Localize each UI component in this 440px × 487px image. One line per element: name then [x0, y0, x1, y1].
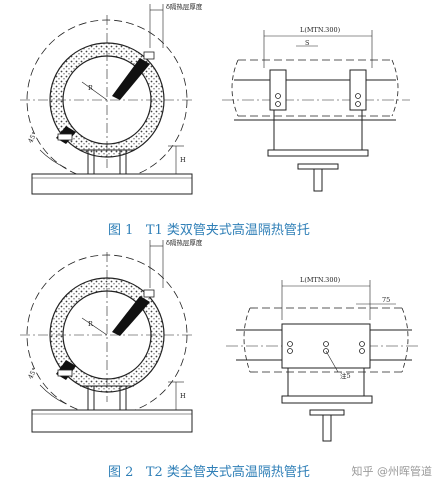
fig2-frame-base [281, 395, 373, 404]
fig2-75-label: 75 [382, 296, 390, 304]
fig2-bolt-6 [359, 348, 365, 354]
fig2-bolt-block-bottom [57, 369, 73, 377]
fig1-ibeam-web [313, 168, 323, 192]
fig2-base-plate [31, 409, 193, 433]
fig2-upper-clamp-bar [112, 296, 150, 336]
fig2-ibeam-flange [309, 409, 345, 416]
fig2-caption-text: T2 类全管夹式高温隔热管托 [145, 465, 310, 480]
fig1-base-plate [31, 173, 193, 195]
fig1-bolt-right-1 [355, 93, 361, 99]
fig2-pipe-end-left [243, 307, 251, 373]
fig2-radius-line [81, 317, 108, 336]
fig1-pipe-end-left [231, 59, 239, 117]
fig2-bolt-3 [323, 341, 329, 347]
fig1-s-label: S [305, 39, 309, 47]
fig2-bolt-5 [359, 341, 365, 347]
fig1-thickness-label: δ隔热层厚度 [166, 2, 203, 11]
fig2-full-clamp [281, 323, 371, 369]
fig2-ibeam-web [322, 414, 332, 442]
fig1-section-view [20, 4, 195, 195]
fig1-caption-number: 图 1 [108, 223, 134, 238]
fig2-bolt-block-top [143, 289, 155, 298]
fig2-bolt-4 [323, 348, 329, 354]
fig1-caption: 图 1 T1 类双管夹式高温隔热管托 [108, 219, 310, 238]
fig2-pipe-end-right [401, 307, 409, 373]
fig1-angle-arc [39, 149, 67, 169]
fig2-thickness-label: δ隔热层厚度 [166, 238, 203, 247]
fig2-h-label: H [180, 392, 186, 400]
fig2-section-view [20, 240, 195, 433]
fig1-caption-text: T1 类双管夹式高温隔热管托 [145, 223, 310, 238]
watermark: 知乎 @州晖管道 [351, 465, 433, 478]
fig1-bolt-block-top [143, 51, 155, 60]
fig1-bolt-left-2 [275, 101, 281, 107]
fig1-side-view [222, 30, 410, 192]
fig1-bolt-right-2 [355, 101, 361, 107]
fig1-upper-clamp-bar [112, 58, 150, 100]
fig2-bolt-1 [287, 341, 293, 347]
fig1-length-label: L(MTN.300) [300, 26, 341, 34]
fig1-frame-base [267, 149, 369, 157]
fig1-ibeam-flange [297, 163, 339, 170]
fig2-angle-label: 45° [26, 366, 39, 380]
fig1-h-label: H [180, 156, 186, 164]
fig2-r-label: R [88, 320, 94, 328]
fig1-clamp-left [269, 69, 287, 111]
fig2-caption-number: 图 2 [108, 465, 134, 480]
fig2-caption: 图 2 T2 类全管夹式高温隔热管托 [108, 461, 310, 480]
fig2-side-view [226, 280, 420, 442]
fig1-r-label: R [88, 84, 94, 92]
fig1-bolt-block-bottom [57, 133, 73, 141]
fig2-bolt-2 [287, 348, 293, 354]
fig2-angle-arc [39, 384, 67, 405]
fig2-note-label: 注5 [340, 371, 351, 380]
fig1-bolt-left-1 [275, 93, 281, 99]
fig2-length-label: L(MTN.300) [300, 276, 341, 284]
fig2-note-leader [325, 350, 339, 373]
fig1-pipe-end-right [391, 59, 399, 117]
fig1-radius-line [81, 81, 108, 101]
fig1-clamp-right [349, 69, 367, 111]
fig1-angle-label: 45° [26, 130, 39, 144]
